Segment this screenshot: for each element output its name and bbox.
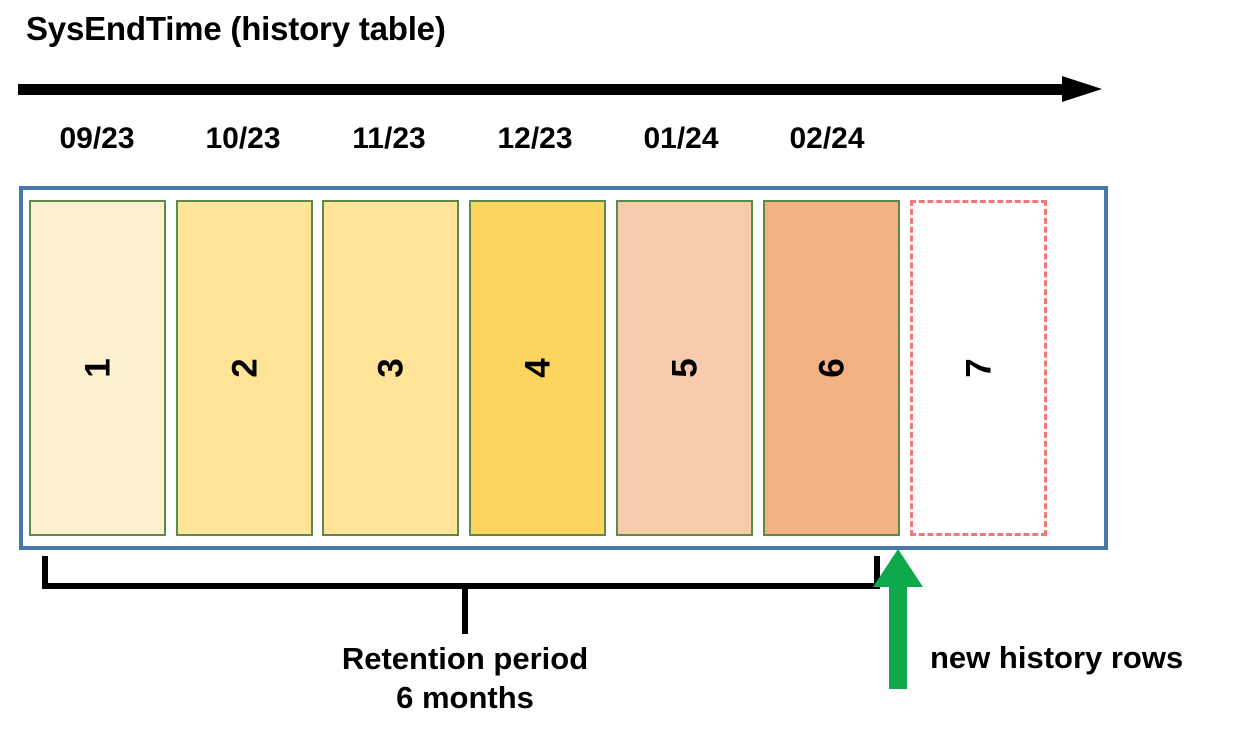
new-history-rows-label: new history rows [930,640,1184,675]
month-label-4: 12/23 [497,122,573,155]
month-label-2: 10/23 [205,122,281,155]
retention-period-line1: Retention period [341,641,589,676]
partition-box-7: 7 [910,200,1047,536]
timeline-axis-line [18,84,1068,95]
partition-box-5: 5 [616,200,753,536]
up-arrow-head [873,549,923,587]
retention-bracket-left-tick [42,556,48,586]
partition-box-1: 1 [29,200,166,536]
partition-box-3: 3 [322,200,459,536]
month-label-5: 01/24 [643,122,719,155]
partition-box-2: 2 [176,200,313,536]
partition-number-6: 6 [812,358,851,378]
partition-box-4: 4 [469,200,606,536]
partition-number-4: 4 [518,358,557,378]
partition-box-6: 6 [763,200,900,536]
month-label-6: 02/24 [789,122,865,155]
retention-bracket-line [42,583,880,589]
timeline-axis [18,76,1102,102]
partition-number-5: 5 [665,358,704,378]
partition-number-7: 7 [959,358,998,378]
month-label-3: 11/23 [352,122,426,155]
month-label-row: 09/23 10/23 11/23 12/23 01/24 02/24 [0,122,1243,168]
partition-number-1: 1 [78,358,117,378]
partition-number-2: 2 [225,358,264,378]
up-arrow-shaft [889,581,907,689]
retention-bracket-stem [462,586,468,634]
month-label-1: 09/23 [59,122,135,155]
retention-period-label: Retention period 6 months [180,640,750,718]
up-arrow-icon [873,549,923,689]
partition-number-3: 3 [371,358,410,378]
right-arrow-icon [1062,76,1102,102]
page-title: SysEndTime (history table) [26,10,446,47]
retention-period-line2: 6 months [396,679,534,715]
